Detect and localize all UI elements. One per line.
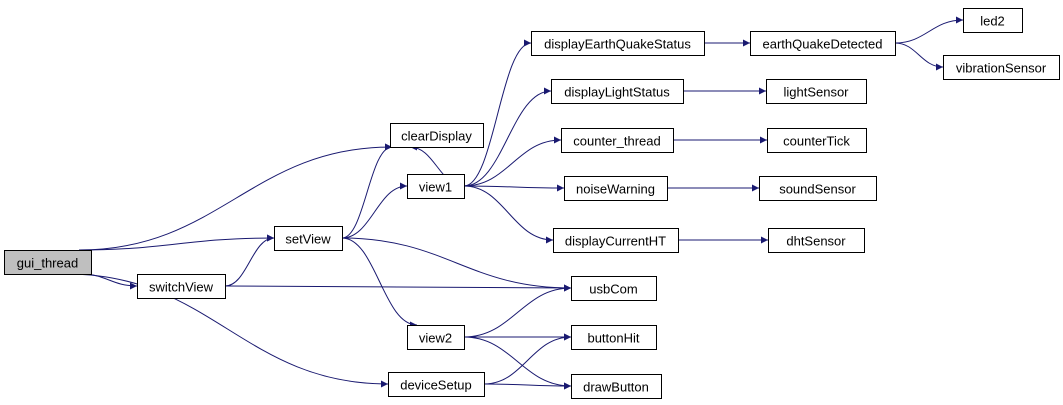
node-label: setView xyxy=(285,232,331,247)
node-label: dhtSensor xyxy=(786,234,846,249)
edge-view1-to-noiseWarning xyxy=(463,184,565,192)
node-label: gui_thread xyxy=(17,256,78,271)
node-label: usbCom xyxy=(589,282,637,297)
node-earthquake-detected[interactable]: earthQuakeDetected xyxy=(750,31,896,56)
node-label: view1 xyxy=(419,180,452,195)
node-layer: gui_thread switchView setView clearDispl… xyxy=(4,8,1060,399)
edge-deviceSetup-to-buttonHit xyxy=(483,333,572,385)
edge-gui_thread-to-deviceSetup xyxy=(66,273,389,388)
node-label: view2 xyxy=(419,331,452,346)
node-sound-sensor[interactable]: soundSensor xyxy=(759,176,877,201)
edge-earthQuakeDetected-to-vibrationSensor xyxy=(894,42,944,71)
node-set-view[interactable]: setView xyxy=(274,226,343,251)
node-label: lightSensor xyxy=(783,85,849,100)
node-label: buttonHit xyxy=(587,331,639,346)
node-label: clearDisplay xyxy=(401,129,472,144)
node-counter-thread[interactable]: counter_thread xyxy=(561,128,674,153)
node-button-hit[interactable]: buttonHit xyxy=(571,325,657,350)
edge-layer xyxy=(66,16,964,390)
edge-deviceSetup-to-drawButton xyxy=(483,382,572,390)
node-usb-com[interactable]: usbCom xyxy=(571,276,657,301)
node-view2[interactable]: view2 xyxy=(407,325,465,350)
node-display-current-ht[interactable]: displayCurrentHT xyxy=(553,228,679,253)
node-label: soundSensor xyxy=(779,182,856,197)
edge-view1-to-displayEarthQuakeStatus xyxy=(463,39,532,187)
edge-switchView-to-usbCom xyxy=(224,284,572,292)
node-counter-tick[interactable]: counterTick xyxy=(767,128,867,153)
node-light-sensor[interactable]: lightSensor xyxy=(766,79,867,104)
edge-setView-to-usbCom xyxy=(341,237,572,292)
node-switch-view[interactable]: switchView xyxy=(137,274,226,299)
edge-gui_thread-to-switchView xyxy=(80,273,138,290)
node-label: earthQuakeDetected xyxy=(763,37,883,52)
edge-view1-to-displayLightStatus xyxy=(463,87,552,187)
node-view1[interactable]: view1 xyxy=(407,174,465,199)
node-display-earthquake-status[interactable]: displayEarthQuakeStatus xyxy=(531,31,705,56)
node-noise-warning[interactable]: noiseWarning xyxy=(564,176,668,201)
node-dht-sensor[interactable]: dhtSensor xyxy=(768,228,865,253)
edge-earthQuakeDetected-to-led2 xyxy=(894,16,964,44)
edge-setView-to-clearDisplay xyxy=(341,143,393,239)
edge-gui_thread-to-clearDisplay xyxy=(78,143,393,251)
edge-view1-to-counter_thread xyxy=(463,136,562,187)
node-device-setup[interactable]: deviceSetup xyxy=(388,372,485,397)
edge-switchView-to-setView xyxy=(224,234,275,287)
node-display-light-status[interactable]: displayLightStatus xyxy=(551,79,684,104)
node-label: displayEarthQuakeStatus xyxy=(544,37,691,52)
edge-setView-to-view2 xyxy=(341,237,418,329)
node-label: switchView xyxy=(149,280,214,295)
node-label: counterTick xyxy=(783,134,850,149)
node-clear-display[interactable]: clearDisplay xyxy=(390,123,484,148)
edge-setView-to-view1 xyxy=(341,182,408,239)
node-label: displayLightStatus xyxy=(564,85,670,100)
edge-view2-to-usbCom xyxy=(463,284,572,338)
node-label: displayCurrentHT xyxy=(565,234,666,249)
node-label: led2 xyxy=(980,14,1005,29)
node-label: vibrationSensor xyxy=(956,61,1047,76)
node-draw-button[interactable]: drawButton xyxy=(571,374,662,399)
node-gui-thread[interactable]: gui_thread xyxy=(4,250,92,275)
node-vibration-sensor[interactable]: vibrationSensor xyxy=(943,55,1060,80)
node-label: noiseWarning xyxy=(576,182,655,197)
node-label: deviceSetup xyxy=(400,378,472,393)
node-label: counter_thread xyxy=(573,134,660,149)
edge-view2-to-drawButton xyxy=(463,336,572,390)
node-label: drawButton xyxy=(583,380,649,395)
edge-gui_thread-to-setView xyxy=(78,234,275,251)
edge-view1-to-displayCurrentHT xyxy=(463,185,554,244)
node-led2[interactable]: led2 xyxy=(963,8,1023,33)
